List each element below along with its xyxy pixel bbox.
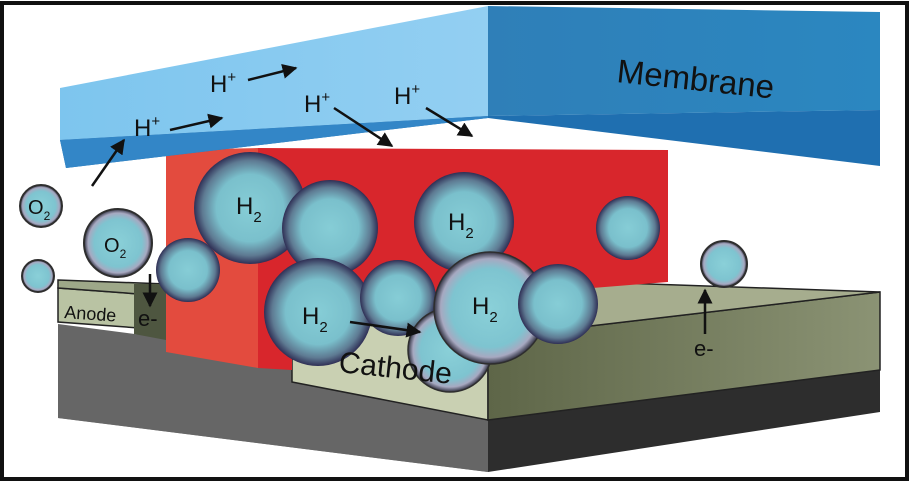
proton-arrow-1 [169,113,224,132]
proton-label-1: H+ [134,113,160,142]
svg-text:O2: O2 [28,197,51,223]
bubble [282,180,378,276]
bubble [19,184,63,228]
bubble [83,208,153,278]
bubble [21,259,55,293]
oxygen-label-2: O2 [104,235,127,261]
hydrogen-label-1: H2 [236,193,262,226]
svg-text:H+: H+ [210,69,236,98]
cathode-electron-label: e- [694,336,714,361]
proton-arrow-4 [425,106,474,138]
hydrogen-label-3: H2 [302,303,328,336]
bubbles [19,152,748,393]
svg-text:H+: H+ [134,113,160,142]
oxygen-label-1: O2 [28,197,51,223]
arrows [90,63,713,338]
proton-arrow-2 [247,63,298,82]
bubble [596,196,660,260]
bubble [156,238,220,302]
anode-label: Anode [64,302,117,326]
svg-text:H+: H+ [304,89,330,118]
hydrogen-label-4: H2 [472,293,498,326]
bubble [700,240,748,288]
proton-label-2: H+ [210,69,236,98]
oxygen-arrow [90,138,126,187]
bubble [414,172,514,272]
svg-text:H2: H2 [236,193,262,226]
hydrogen-label-2: H2 [448,209,474,242]
hydrogen-arrow [349,320,422,338]
bubble [360,260,436,336]
proton-label-4: H+ [394,81,420,110]
bubble [518,264,598,344]
svg-text:H2: H2 [302,303,328,336]
proton-label-3: H+ [304,89,330,118]
anode-electron-label: e- [138,306,158,331]
membrane-slab [60,6,880,168]
svg-text:O2: O2 [104,235,127,261]
bubble [264,258,372,366]
anode-block [57,279,167,340]
svg-text:H2: H2 [472,293,498,326]
svg-text:H2: H2 [448,209,474,242]
bubble [194,152,306,264]
svg-text:H+: H+ [394,81,420,110]
proton-arrow-3 [333,106,394,148]
